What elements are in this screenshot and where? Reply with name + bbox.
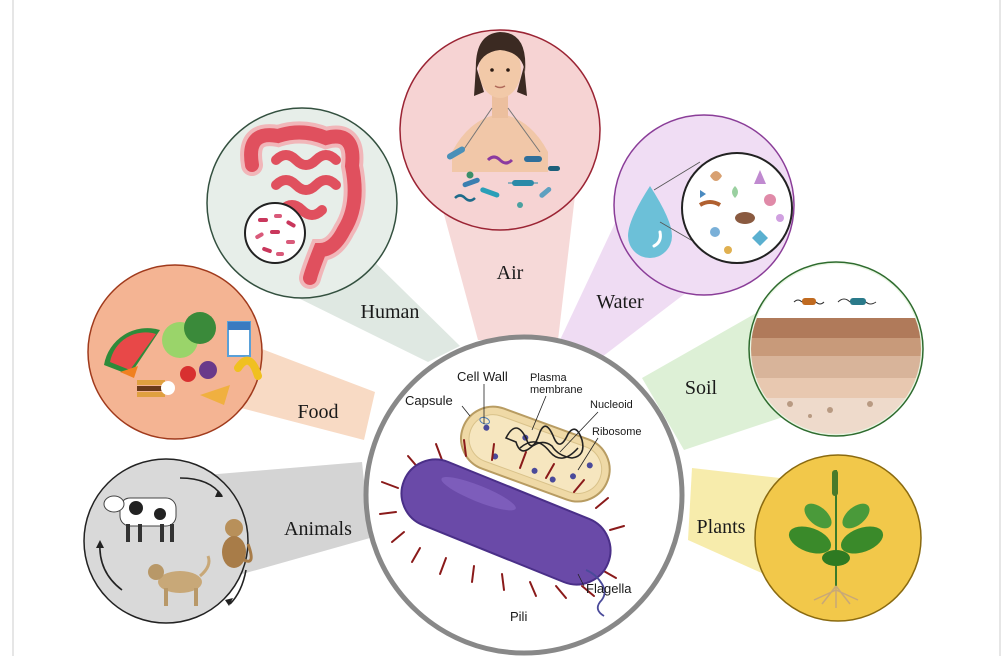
food-items-icon (104, 312, 262, 405)
airborne-microbes-icon (446, 146, 560, 208)
water-circle: Water (596, 114, 795, 313)
air-circle: Air (399, 29, 601, 284)
cow-icon (103, 495, 177, 542)
person-icon (452, 32, 548, 172)
air-label: Air (497, 262, 524, 284)
soil-bacteria-icon (793, 298, 877, 305)
soil-label: Soil (685, 377, 718, 399)
food-label: Food (297, 401, 338, 423)
plankton-zoom-icon (681, 152, 793, 264)
bacterium-cell-diagram (379, 384, 625, 617)
plants-label: Plants (697, 516, 746, 538)
cell-wall-label: Cell Wall (457, 369, 508, 384)
plant-icon (788, 470, 884, 608)
food-circle: Food (87, 264, 339, 440)
nucleoid-label: Nucleoid (590, 399, 633, 411)
human-circle: Human (206, 107, 420, 323)
plasma-membrane-label-2: membrane (530, 384, 583, 396)
flagella-icon (585, 569, 606, 617)
bacterium-circle: Cell Wall Plasma membrane Capsule Nucleo… (363, 334, 685, 656)
human-label: Human (361, 301, 420, 323)
pili-label: Pili (510, 609, 527, 624)
gut-microbes-zoom-icon (244, 202, 306, 264)
animals-circle: Animals (83, 458, 352, 624)
water-label: Water (596, 291, 644, 313)
flagella-label: Flagella (586, 581, 632, 596)
ribosome-label: Ribosome (592, 426, 642, 438)
dog-icon (148, 555, 211, 606)
animals-label: Animals (284, 518, 352, 540)
capsule-label: Capsule (405, 393, 453, 408)
cycle-arrows-icon (96, 477, 247, 606)
water-drop-icon (628, 161, 723, 259)
nucleoid-icon (504, 425, 584, 459)
pili-icon (379, 439, 625, 599)
monkey-icon (222, 519, 253, 568)
plasma-membrane-label-1: Plasma (530, 372, 568, 384)
plants-circle: Plants (697, 454, 922, 622)
